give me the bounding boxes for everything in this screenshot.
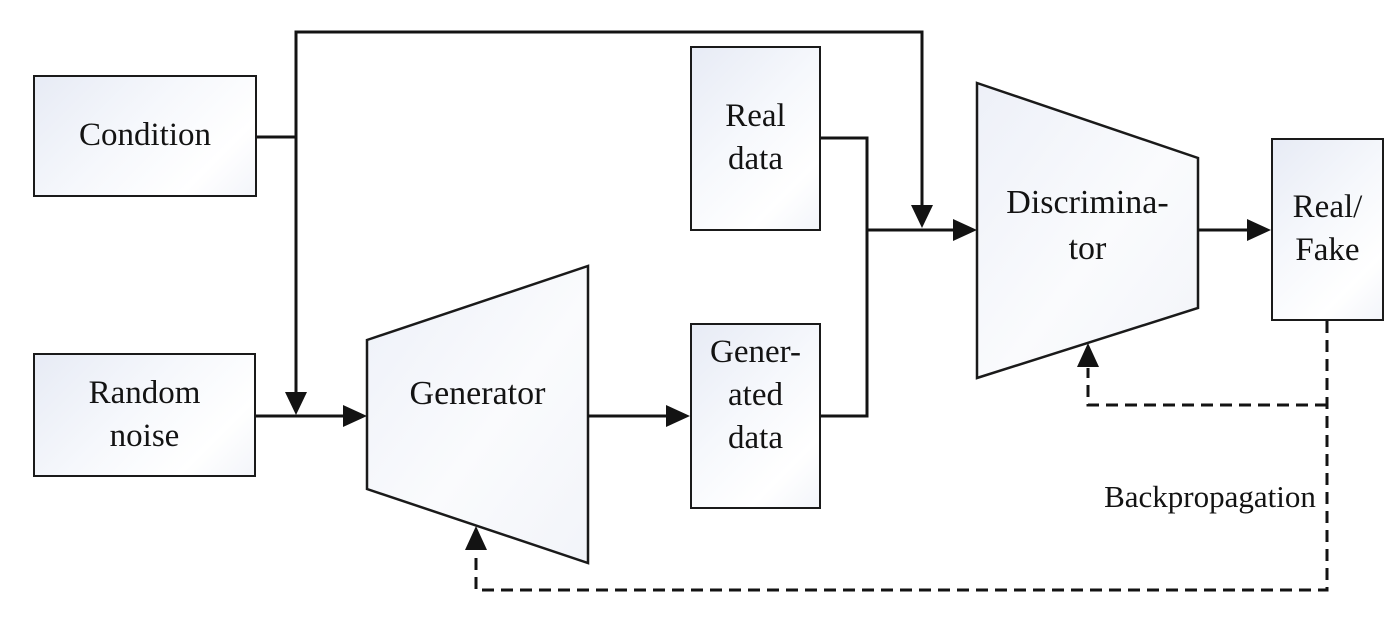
arrowhead-topline-down-icon (911, 205, 933, 228)
real-fake-label-line: Fake (1295, 232, 1360, 268)
generated-data-label-line: data (728, 420, 783, 456)
generated-data-label-line: ated (728, 377, 783, 413)
discriminator-label-line: Discrimina- (1006, 184, 1169, 221)
discriminator-shape (975, 81, 1200, 380)
real-fake-label-line: Real/ (1292, 189, 1363, 225)
real-data-box (690, 46, 821, 231)
edge-backprop-to-discriminator (1086, 368, 1327, 407)
edge-condition-to-discriminator (294, 30, 924, 393)
discriminator-label: Discrimina- tor (977, 180, 1198, 272)
real-fake-label: Real/ Fake (1271, 186, 1384, 272)
arrowhead-into-discriminator-icon (953, 219, 977, 241)
random-noise-label-line: Random (88, 375, 201, 411)
real-fake-box (1271, 138, 1384, 321)
condition-label: Condition (33, 114, 257, 157)
condition-label-line: Condition (78, 117, 212, 153)
generator-label-line: Generator (409, 375, 546, 412)
edge-data-junction (821, 136, 869, 418)
real-data-label: Real data (690, 95, 821, 181)
arrowhead-into-generator-icon (343, 405, 367, 427)
discriminator-label-line: tor (1068, 230, 1107, 267)
real-data-label-line: data (728, 141, 783, 177)
random-noise-label: Random noise (33, 372, 256, 458)
backpropagation-label: Backpropagation (1104, 479, 1316, 514)
condition-box (33, 75, 257, 197)
random-noise-box (33, 353, 256, 477)
generated-data-label: Gener- ated data (690, 331, 821, 460)
arrowhead-backprop-generator-icon (465, 526, 487, 550)
arrowhead-condition-down-icon (285, 392, 307, 415)
arrowhead-into-generated-data-icon (666, 405, 690, 427)
generated-data-box (690, 323, 821, 509)
arrowhead-backprop-discriminator-icon (1077, 343, 1099, 367)
real-data-label-line: Real (725, 98, 786, 134)
random-noise-label-line: noise (109, 418, 180, 454)
generator-shape (365, 264, 590, 565)
arrowhead-into-realfake-icon (1247, 219, 1271, 241)
generator-label: Generator (367, 371, 588, 417)
generated-data-label-line: Gener- (710, 334, 801, 370)
edge-backprop-to-generator (474, 321, 1329, 592)
